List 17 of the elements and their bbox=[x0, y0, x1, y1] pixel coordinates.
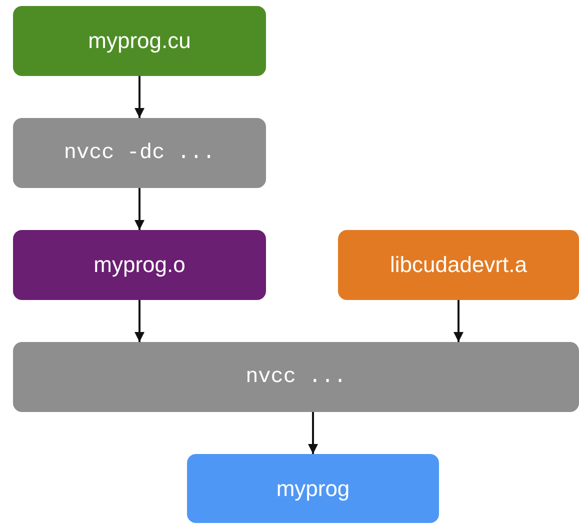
node-label: nvcc -dc ... bbox=[64, 142, 216, 164]
command-box bbox=[13, 118, 266, 188]
arrow bbox=[308, 412, 318, 454]
arrow bbox=[134, 76, 144, 118]
node-label: libcudadevrt.a bbox=[390, 252, 527, 278]
node-label: nvcc ... bbox=[246, 366, 346, 388]
source-file-box bbox=[13, 6, 266, 76]
object-file-box bbox=[13, 230, 266, 300]
arrow bbox=[134, 188, 144, 230]
arrow bbox=[134, 300, 144, 342]
library-box bbox=[338, 230, 579, 300]
node-label: myprog.cu bbox=[88, 28, 191, 54]
command-box bbox=[13, 342, 579, 412]
node-label: myprog.o bbox=[94, 252, 186, 278]
executable-box bbox=[187, 454, 439, 523]
node-label: myprog bbox=[276, 476, 350, 502]
arrow bbox=[454, 300, 464, 342]
